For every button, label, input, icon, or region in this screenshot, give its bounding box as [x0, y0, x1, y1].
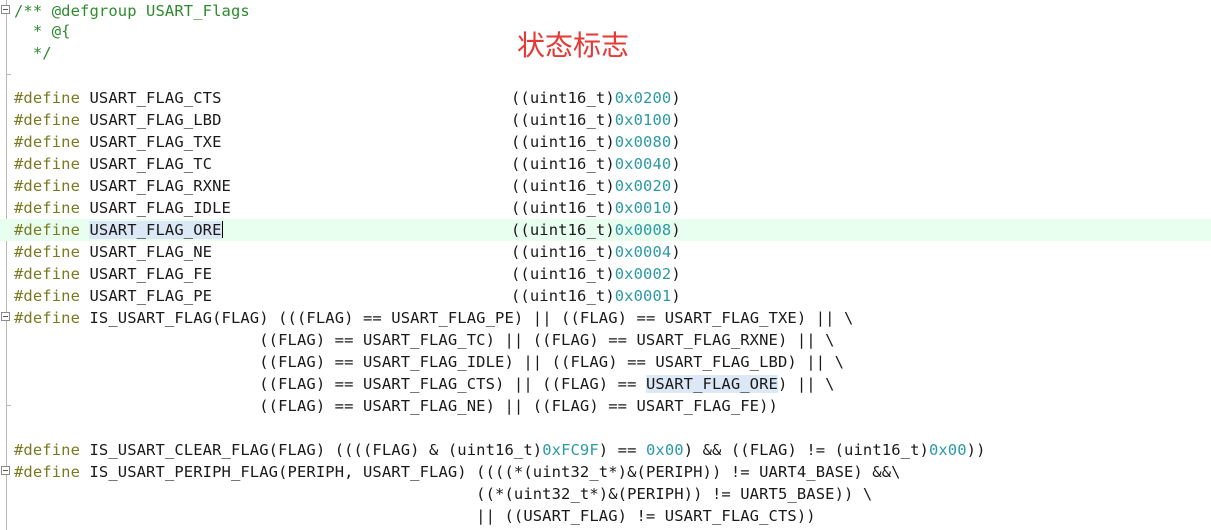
code-text: * @{	[14, 22, 71, 40]
code-line[interactable]	[0, 417, 1211, 439]
fold-toggle-icon[interactable]	[1, 5, 10, 14]
code-text: ((*(uint32_t*)&(PERIPH)) != UART5_BASE))…	[14, 485, 873, 503]
code-line[interactable]: #define USART_FLAG_PE((uint16_t)0x0001)	[0, 285, 1211, 307]
code-text: #define USART_FLAG_FE((uint16_t)0x0002)	[14, 265, 681, 283]
code-text: #define USART_FLAG_TXE((uint16_t)0x0080)	[14, 133, 681, 151]
code-line[interactable]: #define IS_USART_PERIPH_FLAG(PERIPH, USA…	[0, 461, 1211, 483]
text-cursor	[221, 221, 223, 238]
code-text: #define USART_FLAG_CTS((uint16_t)0x0200)	[14, 89, 681, 107]
code-line[interactable]: #define USART_FLAG_LBD((uint16_t)0x0100)	[0, 109, 1211, 131]
code-line[interactable]: ((FLAG) == USART_FLAG_IDLE) || ((FLAG) =…	[0, 351, 1211, 373]
code-text: #define IS_USART_PERIPH_FLAG(PERIPH, USA…	[14, 463, 901, 481]
code-line[interactable]: * @{	[0, 20, 1211, 42]
selection-match: USART_FLAG_ORE	[645, 375, 778, 393]
code-text: ((FLAG) == USART_FLAG_NE) || ((FLAG) == …	[14, 397, 778, 415]
code-text: #define USART_FLAG_NE((uint16_t)0x0004)	[14, 243, 681, 261]
code-line[interactable]: || ((USART_FLAG) != USART_FLAG_CTS))	[0, 505, 1211, 527]
code-line[interactable]: #define USART_FLAG_RXNE((uint16_t)0x0020…	[0, 175, 1211, 197]
code-line[interactable]: #define USART_FLAG_NE((uint16_t)0x0004)	[0, 241, 1211, 263]
code-text: #define IS_USART_FLAG(FLAG) (((FLAG) == …	[14, 309, 854, 327]
code-line[interactable]: #define USART_FLAG_IDLE((uint16_t)0x0010…	[0, 197, 1211, 219]
code-line[interactable]: #define IS_USART_FLAG(FLAG) (((FLAG) == …	[0, 307, 1211, 329]
code-text: ((FLAG) == USART_FLAG_CTS) || ((FLAG) ==…	[14, 375, 835, 393]
code-text: */	[14, 44, 52, 62]
fold-gutter	[6, 0, 7, 530]
code-line[interactable]: ((FLAG) == USART_FLAG_TC) || ((FLAG) == …	[0, 329, 1211, 351]
code-line[interactable]: #define USART_FLAG_TC((uint16_t)0x0040)	[0, 153, 1211, 175]
code-line[interactable]: ((FLAG) == USART_FLAG_NE) || ((FLAG) == …	[0, 395, 1211, 417]
annotation-label: 状态标志	[517, 29, 630, 62]
fold-end-marker	[6, 405, 11, 406]
code-text: /** @defgroup USART_Flags	[14, 2, 250, 20]
code-line[interactable]: ((*(uint32_t*)&(PERIPH)) != UART5_BASE))…	[0, 483, 1211, 505]
code-line[interactable]	[0, 64, 1211, 86]
fold-toggle-icon[interactable]	[1, 312, 10, 321]
code-line[interactable]: /** @defgroup USART_Flags	[0, 0, 1211, 22]
code-text: #define IS_USART_CLEAR_FLAG(FLAG) ((((FL…	[14, 441, 986, 459]
code-text: #define USART_FLAG_ORE((uint16_t)0x0008)	[14, 221, 681, 239]
code-text: #define USART_FLAG_LBD((uint16_t)0x0100)	[14, 111, 681, 129]
code-text: || ((USART_FLAG) != USART_FLAG_CTS))	[14, 507, 816, 525]
code-line[interactable]: #define IS_USART_CLEAR_FLAG(FLAG) ((((FL…	[0, 439, 1211, 461]
code-line[interactable]: #define USART_FLAG_FE((uint16_t)0x0002)	[0, 263, 1211, 285]
code-text: #define USART_FLAG_RXNE((uint16_t)0x0020…	[14, 177, 681, 195]
code-line[interactable]: ((FLAG) == USART_FLAG_CTS) || ((FLAG) ==…	[0, 373, 1211, 395]
code-text: #define USART_FLAG_PE((uint16_t)0x0001)	[14, 287, 681, 305]
fold-end-marker	[6, 74, 11, 75]
code-text: #define USART_FLAG_TC((uint16_t)0x0040)	[14, 155, 681, 173]
code-text: ((FLAG) == USART_FLAG_IDLE) || ((FLAG) =…	[14, 353, 844, 371]
fold-toggle-icon[interactable]	[1, 466, 10, 475]
code-text: #define USART_FLAG_IDLE((uint16_t)0x0010…	[14, 199, 681, 217]
code-text: ((FLAG) == USART_FLAG_TC) || ((FLAG) == …	[14, 331, 835, 349]
code-line[interactable]: #define USART_FLAG_CTS((uint16_t)0x0200)	[0, 87, 1211, 109]
current-code-line[interactable]: #define USART_FLAG_ORE((uint16_t)0x0008)	[0, 219, 1211, 241]
selected-text: USART_FLAG_OR	[89, 221, 213, 239]
code-line[interactable]: #define USART_FLAG_TXE((uint16_t)0x0080)	[0, 131, 1211, 153]
code-line[interactable]: */	[0, 42, 1211, 64]
